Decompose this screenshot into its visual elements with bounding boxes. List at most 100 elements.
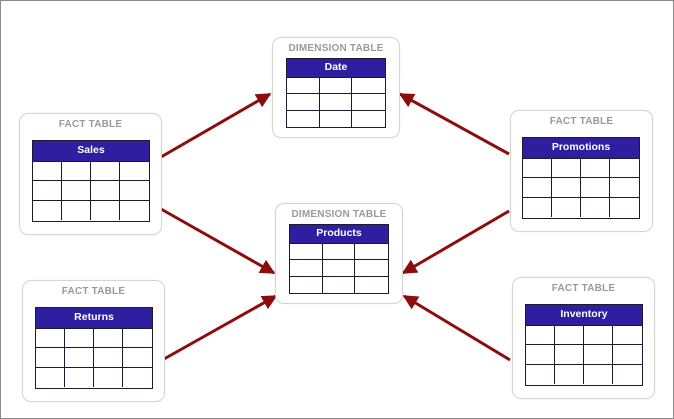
table-cell [319, 78, 353, 95]
dimension-card-products: DIMENSION TABLE Products [275, 203, 403, 304]
table-title: Returns [36, 308, 152, 329]
table-products: Products [289, 224, 389, 294]
table-cell [33, 200, 62, 220]
table-cell [322, 260, 356, 277]
table-cell [36, 367, 65, 387]
table-cell [523, 197, 552, 217]
table-cell [523, 178, 552, 198]
table-cell [62, 200, 91, 220]
table-returns: Returns [35, 307, 153, 389]
table-grid [526, 326, 642, 384]
table-cell [287, 94, 320, 111]
table-cell [91, 200, 120, 220]
table-cell [555, 345, 584, 365]
table-cell [352, 111, 385, 127]
table-cell [120, 201, 149, 220]
table-cell [319, 94, 353, 111]
card-label: FACT TABLE [549, 116, 614, 127]
table-cell [91, 181, 120, 201]
table-cell [94, 367, 123, 387]
fact-card-sales: FACT TABLE Sales [19, 113, 162, 235]
table-cell [555, 364, 584, 384]
table-cell [613, 326, 642, 346]
table-inventory: Inventory [525, 304, 643, 386]
table-grid [523, 159, 639, 217]
table-cell [62, 181, 91, 201]
table-cell [287, 110, 320, 127]
card-label: FACT TABLE [58, 119, 123, 130]
table-title: Promotions [523, 138, 639, 159]
table-cell [123, 348, 152, 368]
fact-card-inventory: FACT TABLE Inventory [512, 277, 655, 399]
table-cell [610, 159, 639, 179]
table-cell [526, 345, 555, 365]
table-cell [320, 110, 353, 127]
table-grid [36, 329, 152, 387]
table-cell [290, 244, 323, 261]
table-cell [526, 326, 555, 346]
dimension-card-date: DIMENSION TABLE Date [272, 37, 400, 138]
table-cell [123, 329, 152, 349]
table-cell [94, 348, 123, 368]
table-cell [584, 345, 613, 365]
table-title: Inventory [526, 305, 642, 326]
table-sales: Sales [32, 140, 150, 222]
table-cell [36, 329, 65, 349]
table-cell [581, 178, 610, 198]
table-cell [62, 162, 91, 182]
table-cell [613, 345, 642, 365]
table-cell [584, 364, 613, 384]
table-cell [323, 276, 356, 293]
arrow-sales-to-products [160, 207, 276, 275]
table-grid [287, 78, 385, 127]
table-cell [581, 197, 610, 217]
table-cell [120, 162, 149, 182]
arrow-promotions-to-products [401, 209, 510, 275]
card-label: DIMENSION TABLE [288, 43, 384, 54]
table-cell [526, 364, 555, 384]
table-cell [290, 260, 323, 277]
arrow-sales-to-date [160, 92, 272, 159]
table-cell [290, 276, 323, 293]
table-cell [610, 178, 639, 198]
table-cell [65, 329, 94, 349]
table-cell [355, 244, 388, 261]
arrow-inventory-to-products [402, 294, 511, 362]
table-cell [33, 162, 62, 182]
table-cell [610, 198, 639, 217]
table-cell [552, 197, 581, 217]
arrow-returns-to-products [163, 294, 278, 361]
table-cell [65, 367, 94, 387]
table-cell [91, 162, 120, 182]
table-title: Sales [33, 141, 149, 162]
card-label: FACT TABLE [61, 286, 126, 297]
fact-card-returns: FACT TABLE Returns [22, 280, 165, 402]
table-cell [94, 329, 123, 349]
table-cell [355, 277, 388, 293]
table-date: Date [286, 58, 386, 128]
fact-card-promotions: FACT TABLE Promotions [510, 110, 653, 232]
table-cell [355, 260, 388, 277]
table-title: Products [290, 225, 388, 244]
table-cell [287, 78, 320, 95]
card-label: FACT TABLE [551, 283, 616, 294]
table-cell [123, 368, 152, 387]
table-promotions: Promotions [522, 137, 640, 219]
table-cell [581, 159, 610, 179]
table-cell [584, 326, 613, 346]
table-title: Date [287, 59, 385, 78]
table-cell [120, 181, 149, 201]
arrow-promotions-to-date [398, 92, 510, 156]
card-label: DIMENSION TABLE [291, 209, 387, 220]
table-cell [552, 159, 581, 179]
table-cell [352, 78, 385, 95]
table-cell [36, 348, 65, 368]
table-cell [523, 159, 552, 179]
table-grid [33, 162, 149, 220]
table-cell [352, 94, 385, 111]
table-grid [290, 244, 388, 293]
table-cell [555, 326, 584, 346]
table-cell [613, 365, 642, 384]
table-cell [65, 348, 94, 368]
